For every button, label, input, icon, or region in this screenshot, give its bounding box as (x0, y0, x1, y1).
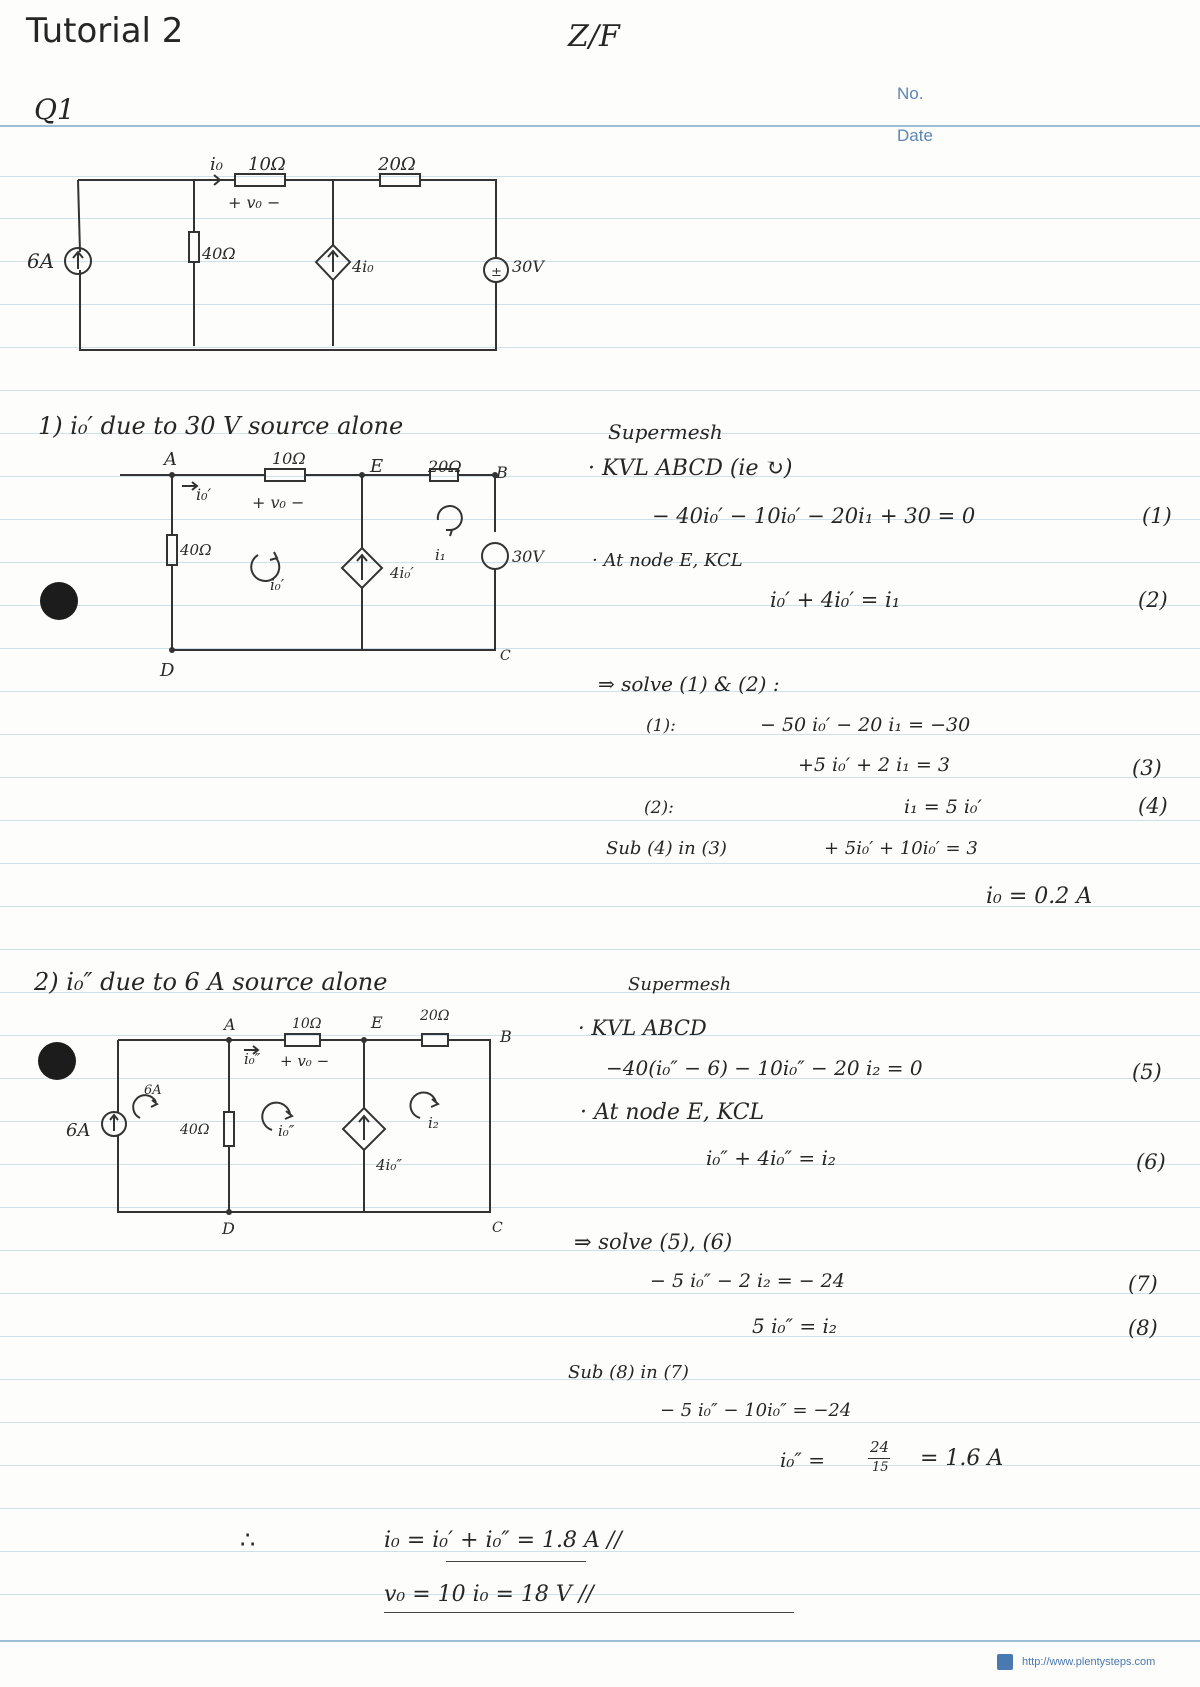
main-circuit-label: + v₀ − (228, 193, 280, 212)
part1-circuit-label: A (162, 449, 177, 470)
underline (446, 1561, 586, 1562)
part1-circuit-label: 4i₀′ (389, 564, 414, 582)
part2-result-lhs: i₀″ = (780, 1448, 825, 1472)
part1-circuit-label: B (495, 463, 508, 482)
part2-sub-label: Sub (8) in (7) (568, 1362, 689, 1383)
part1-circuit-label: i₀′ (270, 576, 285, 594)
page-title: Tutorial 2 (26, 11, 184, 51)
binder-hole-top (40, 582, 78, 620)
main-circuit-label: 30V (512, 257, 545, 276)
part2-result-num: 24 (870, 1438, 890, 1456)
part1-sub-label: Sub (4) in (3) (606, 838, 727, 859)
part2-eq8: 5 i₀″ = i₂ (752, 1314, 837, 1338)
part1-result: i₀ = 0.2 A (986, 884, 1093, 909)
part1-heading: 1) i₀′ due to 30 V source alone (38, 412, 404, 440)
main-circuit-label: 6A (27, 249, 54, 273)
part1-circuit-label: + v₀ − (252, 493, 304, 512)
part1-solve-line: ⇒ solve (1) & (2) : (598, 672, 780, 696)
part1-circuit-label: 40Ω (179, 541, 212, 559)
part1-circuit-label: D (159, 660, 175, 681)
part2-circuit-label: 40Ω (179, 1122, 210, 1138)
part1-eq1-no: (1) (1142, 504, 1172, 528)
binder-hole-bottom (38, 1042, 76, 1080)
part2-eq7-no: (7) (1128, 1272, 1158, 1296)
part1-eq1: − 40i₀′ − 10i₀′ − 20i₁ + 30 = 0 (652, 504, 976, 528)
footer-url[interactable]: http://www.plentysteps.com (1022, 1656, 1156, 1668)
conclusion-line-1: i₀ = i₀′ + i₀″ = 1.8 A // (384, 1528, 622, 1553)
part2-solve-line: ⇒ solve (5), (6) (574, 1230, 733, 1254)
part2-eq8-no: (8) (1128, 1316, 1158, 1340)
main-circuit-label: 10Ω (248, 154, 286, 175)
part2-circuit-label: 4i₀″ (375, 1156, 402, 1174)
part1-circuit-label: 10Ω (272, 449, 306, 468)
part2-circuit-label: 10Ω (292, 1016, 322, 1032)
part1-circuit-label: i₀′ (196, 485, 212, 504)
underline (384, 1612, 794, 1613)
part2-circuit-label: D (221, 1219, 235, 1238)
part1-kcl-line: · At node E, KCL (592, 550, 743, 571)
main-circuit-label: 4i₀ (351, 257, 374, 276)
part1-s1-label: (1): (646, 716, 676, 736)
part1-circuit-label: 30V (512, 547, 545, 566)
part1-eq4: i₁ = 5 i₀′ (904, 796, 982, 818)
header-mark: Z/F (568, 19, 620, 54)
part1-sub-eq: + 5i₀′ + 10i₀′ = 3 (824, 838, 978, 859)
part1-method: Supermesh (608, 420, 723, 444)
part2-eq5-no: (5) (1132, 1060, 1162, 1084)
part2-result-den: 15 (872, 1460, 889, 1475)
part2-circuit-label: E (370, 1013, 383, 1032)
part1-circuit-label: E (369, 456, 383, 477)
part2-circuit-label: A (222, 1015, 236, 1034)
part2-circuit-label: 20Ω (419, 1008, 450, 1024)
part2-kcl-line: · At node E, KCL (580, 1100, 765, 1125)
part2-eq5: −40(i₀″ − 6) − 10i₀″ − 20 i₂ = 0 (606, 1056, 923, 1080)
part1-circuit-label: i₁ (435, 546, 446, 564)
part2-eq6-no: (6) (1136, 1150, 1166, 1174)
part1-s1-eq: − 50 i₀′ − 20 i₁ = −30 (760, 714, 971, 736)
date-label: Date (897, 126, 933, 145)
part1-eq2-no: (2) (1138, 588, 1168, 612)
part2-sub-eq: − 5 i₀″ − 10i₀″ = −24 (660, 1400, 852, 1421)
part2-heading: 2) i₀″ due to 6 A source alone (34, 968, 388, 996)
part2-method: Supermesh (628, 974, 732, 995)
part1-eq2: i₀′ + 4i₀′ = i₁ (770, 588, 901, 612)
question-label: Q1 (34, 93, 75, 126)
polarity-glyph: ± (491, 265, 502, 280)
part2-result-rhs: = 1.6 A (920, 1446, 1004, 1471)
part1-eq3: +5 i₀′ + 2 i₁ = 3 (798, 754, 950, 776)
part1-circuit-label: 20Ω (427, 457, 462, 476)
part2-eq6: i₀″ + 4i₀″ = i₂ (706, 1146, 836, 1170)
part2-kvl-line: · KVL ABCD (578, 1016, 707, 1040)
footer-logo-icon (997, 1654, 1013, 1670)
main-circuit-label: 20Ω (377, 154, 416, 175)
part2-circuit-label: 6A (66, 1120, 90, 1141)
part1-kvl-line: · KVL ABCD (ie ↻) (588, 456, 793, 481)
part1-circuit-label: C (500, 648, 511, 664)
part2-circuit-label: i₀″ (244, 1050, 261, 1068)
therefore-symbol: ∴ (240, 1526, 256, 1554)
conclusion-line-2: v₀ = 10 i₀ = 18 V // (384, 1582, 594, 1607)
part2-eq7: − 5 i₀″ − 2 i₂ = − 24 (650, 1270, 845, 1292)
no-label: No. (897, 84, 924, 103)
part2-circuit-label: i₂ (428, 1114, 439, 1132)
part1-s2-label: (2): (644, 798, 674, 818)
main-circuit-label: 40Ω (201, 244, 236, 263)
part2-circuit-label: C (492, 1220, 503, 1236)
part2-circuit-label: + v₀ − (280, 1052, 329, 1070)
main-circuit-label: i₀ (210, 154, 223, 175)
part2-circuit-label: i₀″ (278, 1122, 295, 1140)
fraction-bar (868, 1458, 890, 1459)
part2-circuit-label: 6A (144, 1083, 162, 1098)
part1-eq4-no: (4) (1138, 794, 1168, 818)
part1-eq3-no: (3) (1132, 756, 1162, 780)
part2-circuit-label: B (499, 1027, 512, 1046)
